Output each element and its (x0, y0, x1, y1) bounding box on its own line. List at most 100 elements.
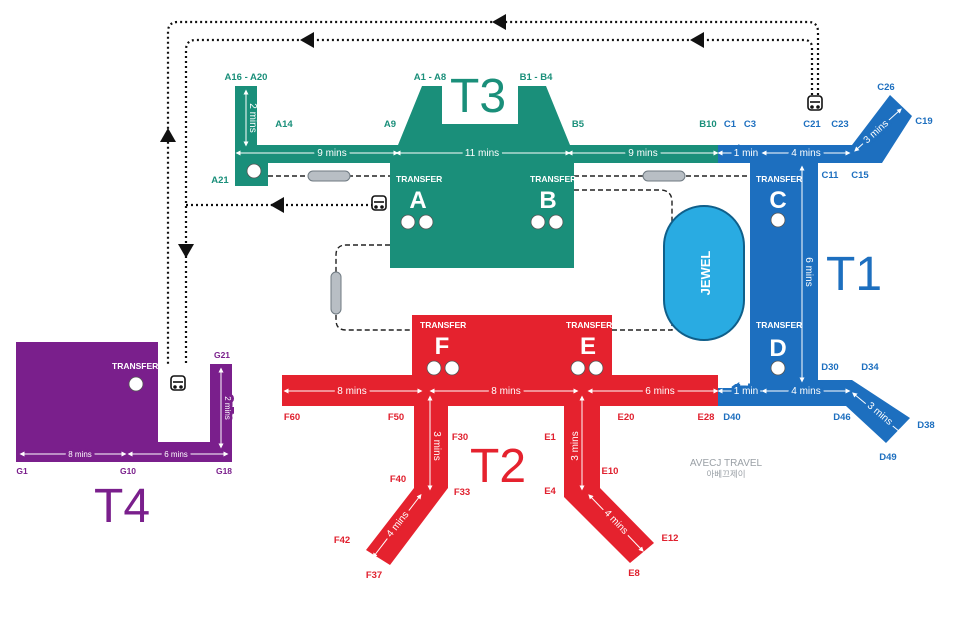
bus-icon (807, 95, 823, 111)
transfer-areas: TRANSFER A TRANSFER B TRANSFER C TRANSFE… (112, 174, 802, 371)
walk-time: 11 mins (465, 148, 499, 159)
gate-label: D34 (861, 362, 879, 373)
walk-time: 9 mins (628, 148, 657, 159)
transfer-desk-icon (570, 360, 586, 376)
gate-label: A9 (384, 119, 396, 130)
gate-label: G21 (214, 350, 230, 360)
gate-label: F37 (366, 570, 382, 581)
transfer-desk-icon (246, 163, 262, 179)
gate-label: A14 (275, 119, 293, 130)
transfer-label: TRANSFER (420, 320, 466, 330)
gate-label: E28 (698, 412, 715, 423)
gate-label: A1 - A8 (414, 72, 446, 83)
bus-icon (371, 195, 387, 211)
transfer-desk-icon (426, 360, 442, 376)
arrow-up-icon (160, 128, 176, 142)
transit-icon (588, 360, 604, 376)
walk-time: 3 mins (570, 431, 581, 460)
watermark-line1: AVECJ TRAVEL (690, 458, 763, 469)
gate-label: A16 - A20 (225, 72, 268, 83)
walk-time: 4 mins (791, 386, 820, 397)
gate-label: G1 (16, 466, 28, 476)
gate-label: E10 (602, 466, 619, 477)
skytrain-icon (307, 170, 351, 182)
walk-time: 1 min (734, 386, 758, 397)
transfer-desk-icon (530, 214, 546, 230)
transfer-label: TRANSFER (566, 320, 612, 330)
transfer-label: TRANSFER (756, 174, 802, 184)
skytrain-b-jewel (574, 189, 673, 290)
pier-label-e: E (580, 333, 596, 360)
gate-label: F42 (334, 535, 350, 546)
gate-label: D30 (821, 362, 838, 373)
gate-label: C3 (744, 119, 756, 130)
gate-labels-t1: C1 C3 C21 C23 C26 C19 C11 C15 D30 D34 D4… (723, 82, 934, 463)
gate-label: E8 (628, 568, 640, 579)
transit-icon (444, 360, 460, 376)
bus-route-outer (166, 20, 820, 365)
jewel: JEWEL (663, 205, 745, 341)
walk-time: 9 mins (317, 148, 346, 159)
terminal-name-t2: T2 (470, 440, 526, 493)
transfer-desk-icon (770, 212, 786, 228)
gate-label: D40 (723, 412, 740, 423)
arrow-left-icon (300, 32, 314, 48)
pier-label-d: D (769, 335, 786, 362)
walk-time: 8 mins (68, 450, 92, 459)
walk-time: 2 mins (223, 396, 232, 420)
gate-label: C23 (831, 119, 848, 130)
arrow-left-icon (270, 197, 284, 213)
terminal-t1 (718, 95, 912, 443)
gate-labels-t3: A16 - A20 A1 - A8 B1 - B4 A14 A9 B5 B10 … (211, 72, 716, 186)
gate-label: B10 (699, 119, 716, 130)
watermark: AVECJ TRAVEL 아베끄제이 (690, 458, 763, 479)
transfer-icons (128, 163, 786, 392)
transfer-label: TRANSFER (756, 320, 802, 330)
gate-label: E4 (544, 486, 556, 497)
gate-label: D49 (879, 452, 896, 463)
transfer-label: TRANSFER (396, 174, 442, 184)
skytrain-icon (330, 271, 342, 315)
transfer-desk-icon (770, 360, 786, 376)
bus-icon (170, 375, 186, 391)
pier-label-f: F (435, 333, 450, 360)
gate-label: C19 (915, 116, 932, 127)
gate-label: F50 (388, 412, 404, 423)
walk-time: 3 mins (431, 431, 442, 460)
walk-time: 6 mins (645, 386, 674, 397)
jewel-label: JEWEL (698, 251, 713, 296)
gate-label: E1 (544, 432, 556, 443)
pier-label-c: C (769, 187, 786, 214)
transfer-desk-icon (400, 214, 416, 230)
gate-label: E20 (618, 412, 635, 423)
arrow-down-icon (178, 244, 194, 258)
terminal-name-t4: T4 (94, 480, 150, 533)
walk-time: 4 mins (791, 148, 820, 159)
gate-label: C1 (724, 119, 737, 130)
walk-time: 6 mins (164, 450, 188, 459)
walk-time: 8 mins (337, 386, 366, 397)
gate-label: F40 (390, 474, 406, 485)
terminal-name-t3: T3 (450, 70, 506, 123)
gate-labels-t4: G21 G1 G10 G18 (16, 350, 232, 476)
skytrain-icon (642, 170, 686, 182)
gate-label: C11 (822, 170, 840, 181)
gate-label: F30 (452, 432, 468, 443)
gate-label: B1 - B4 (520, 72, 553, 83)
skytrain-e-jewel (612, 300, 673, 331)
gate-label: E12 (662, 533, 679, 544)
pier-label-b: B (539, 187, 556, 214)
gate-label: F60 (284, 412, 300, 423)
gate-label: C26 (877, 82, 894, 93)
terminal-names: T3 T1 T2 T4 (94, 70, 882, 533)
transfer-label: TRANSFER (112, 361, 158, 371)
arrow-left-icon (492, 14, 506, 30)
walk-arrows (19, 89, 902, 558)
gate-label: D38 (917, 420, 934, 431)
terminal-name-t1: T1 (826, 248, 882, 301)
gate-label: C21 (803, 119, 821, 130)
walk-time: 6 mins (803, 257, 814, 286)
gate-label: G10 (120, 466, 136, 476)
bus-route-arrows (160, 14, 704, 258)
gate-label: A21 (211, 175, 229, 186)
